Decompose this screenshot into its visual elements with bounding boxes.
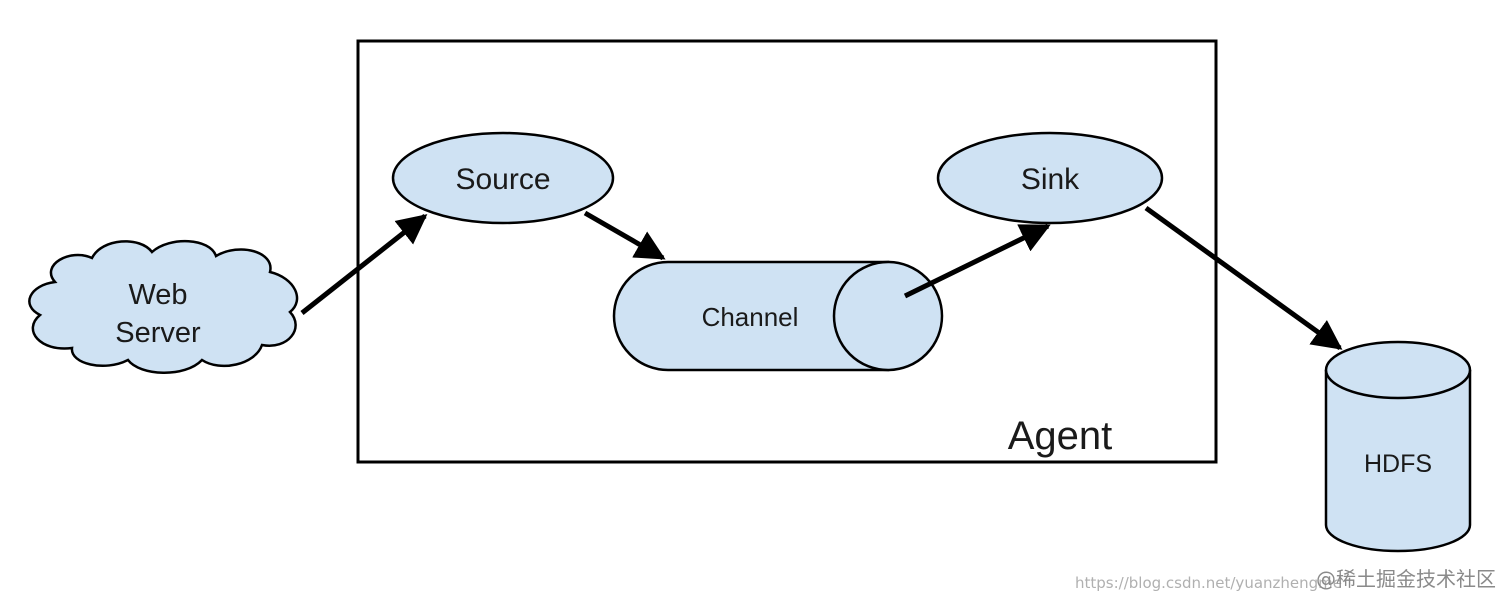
channel-label: Channel xyxy=(702,302,799,332)
hdfs-label: HDFS xyxy=(1364,450,1432,478)
sink-label: Sink xyxy=(1021,163,1080,196)
edge-source-to-channel xyxy=(583,210,666,261)
web-server-cloud xyxy=(28,240,299,374)
agent-container xyxy=(356,39,1218,464)
hdfs-node xyxy=(1324,340,1472,553)
edge-sink-to-hdfs xyxy=(1144,205,1343,351)
edge-webserver-to-source xyxy=(300,214,428,315)
edge-channel-to-sink xyxy=(903,223,1051,299)
source-label: Source xyxy=(455,163,550,196)
sink-node xyxy=(936,131,1164,225)
agent-label: Agent xyxy=(1008,414,1113,458)
channel-node xyxy=(612,260,944,372)
source-node xyxy=(391,131,615,225)
watermark-text: @稀土掘金技术社区 xyxy=(1316,567,1496,591)
web-server-label-line1: Web xyxy=(128,279,187,311)
watermark-url: https://blog.csdn.net/yuanzhengme xyxy=(1074,574,1342,592)
web-server-label-line2: Server xyxy=(115,317,201,349)
